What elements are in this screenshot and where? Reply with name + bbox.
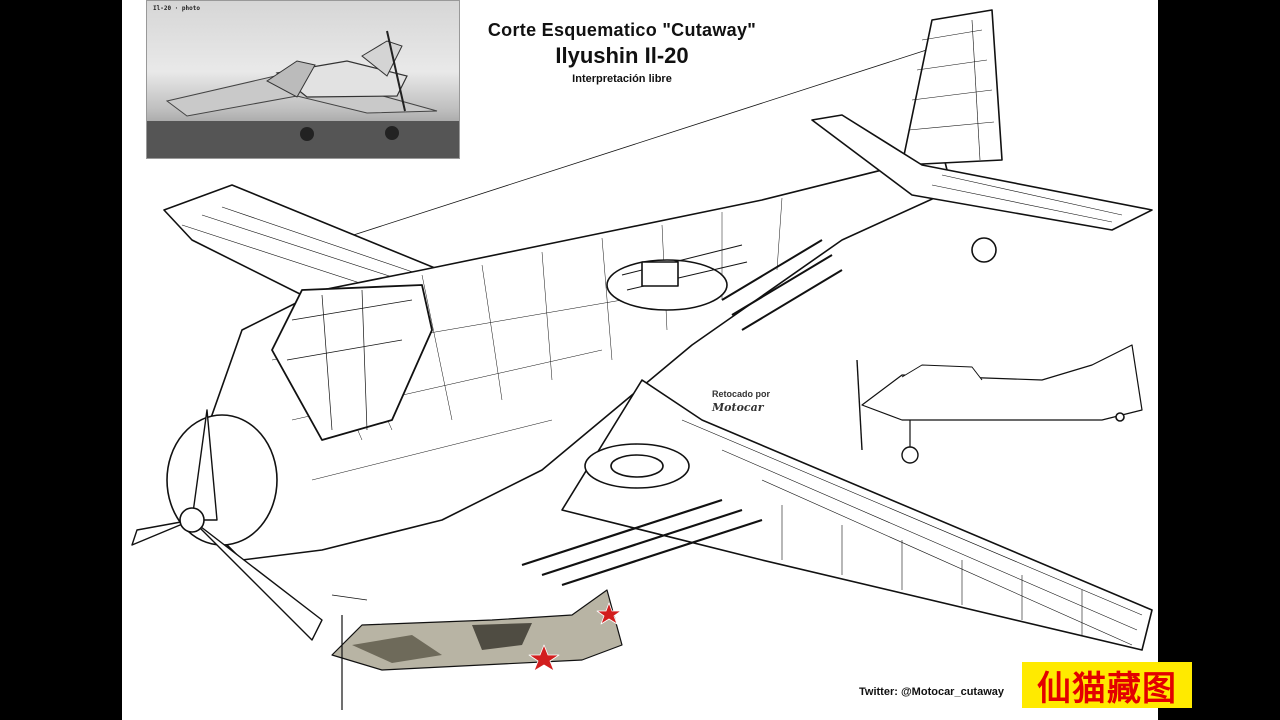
photo-aircraft-silhouette: [147, 30, 459, 158]
photo-corner-tag: Il-20 · photo: [153, 5, 200, 12]
right-wing: [561, 379, 1153, 651]
title-line-1: Corte Esquematico "Cutaway": [487, 20, 757, 40]
cutaway-sheet: Il-20 · photo Corte Esquematico "Cutaway…: [122, 0, 1158, 720]
title-block: Corte Esquematico "Cutaway" Ilyushin Il-…: [422, 20, 822, 85]
side-view-drawing: [856, 344, 1143, 464]
reference-photo: Il-20 · photo: [146, 0, 460, 159]
tail-fin: [901, 9, 1003, 166]
red-star-icon: [528, 644, 560, 672]
red-star-icon-tail: [596, 602, 622, 625]
retouched-by-label: Retocado por: [712, 389, 771, 399]
title-line-3: Interpretación libre: [572, 73, 672, 85]
main-wheel: [584, 443, 690, 489]
tail-plane: [811, 114, 1153, 231]
title-line-2: Ilyushin Il-20: [555, 43, 689, 68]
cutaway-drawing: [131, 9, 1153, 710]
cockpit-canopy: [271, 284, 433, 441]
camouflage-side-view: [331, 589, 623, 710]
artist-signature: Motocar: [712, 401, 764, 414]
watermark-badge: 仙猫藏图: [1022, 662, 1192, 709]
twitter-credit: Twitter: @Motocar_cutaway: [859, 686, 1004, 698]
